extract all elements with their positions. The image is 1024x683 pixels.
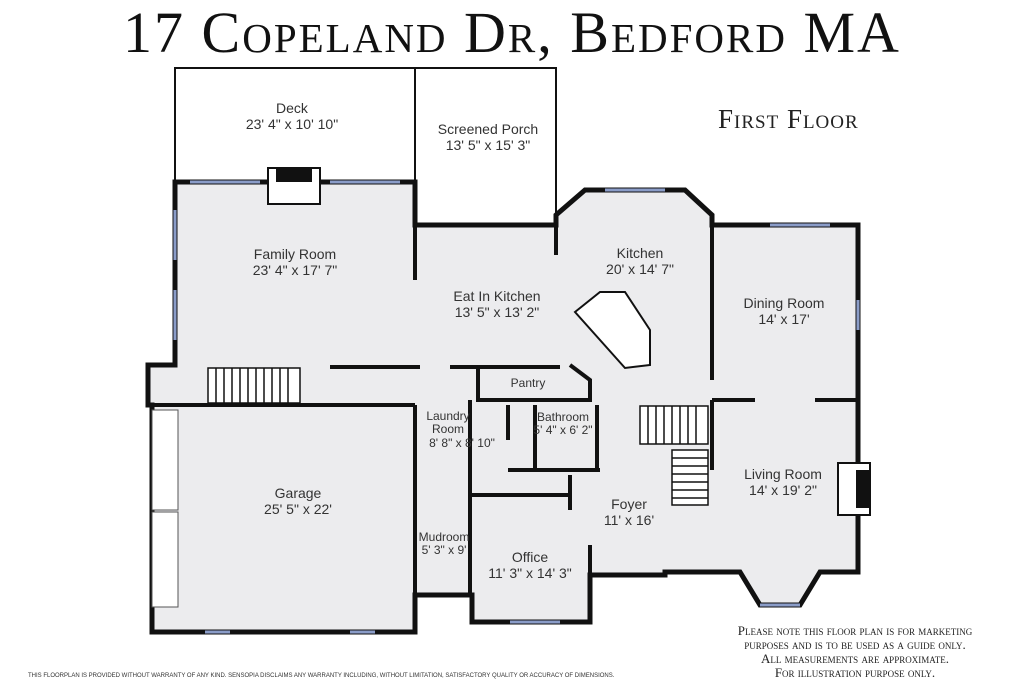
room-size: 13' 5" x 15' 3" <box>445 137 531 153</box>
room-name: Deck <box>276 100 308 116</box>
room-size: 14' x 19' 2" <box>749 482 817 498</box>
room-size: 8' 8" x 8' 10" <box>429 436 495 450</box>
room-size: 13' 5" x 13' 2" <box>454 304 540 320</box>
fireplaces <box>267 167 871 516</box>
room-name: Family Room <box>253 246 337 262</box>
room-name: Living Room <box>744 466 822 482</box>
room-name: Screened Porch <box>437 121 539 137</box>
room-size: 11' x 16' <box>603 512 655 528</box>
interior-walls <box>148 182 858 595</box>
room-size: 11' 3" x 14' 3" <box>488 565 572 581</box>
room-name: Eat In Kitchen <box>453 288 541 304</box>
room-name: Office <box>511 549 549 565</box>
room-name: Bathroom <box>536 410 590 424</box>
note-line: For illustration purpose only. <box>774 665 936 680</box>
room-laundry-size: 8' 8" x 8' 10" <box>429 437 495 450</box>
note-line: purposes and is to be used as a guide on… <box>744 637 966 652</box>
stairs-foyer-lower <box>671 449 709 506</box>
room-name: Garage <box>274 485 322 501</box>
note-line: Please note this floor plan is for marke… <box>737 623 973 638</box>
room-name: Pantry <box>510 376 546 390</box>
outdoor-areas <box>174 67 557 226</box>
room-laundry-room: Laundry Room <box>418 410 478 436</box>
room-name: Mudroom <box>418 530 470 544</box>
room-size: 5' 3" x 9' <box>421 543 467 557</box>
room-name: Laundry Room <box>426 409 470 436</box>
room-name: Foyer <box>611 496 647 512</box>
stairs <box>207 367 709 506</box>
windows <box>173 180 860 634</box>
room-size: 5' 4" x 6' 2" <box>533 423 593 437</box>
room-name: Dining Room <box>743 295 825 311</box>
marketing-note: Please note this floor plan is for marke… <box>690 624 1020 680</box>
garage-doors <box>151 409 179 608</box>
room-pantry: Pantry <box>511 377 546 390</box>
room-size: 23' 4" x 17' 7" <box>252 262 338 278</box>
page-title: 17 Copeland Dr, Bedford MA <box>123 0 901 65</box>
room-name: Kitchen <box>616 245 664 261</box>
stairs-family <box>207 367 301 404</box>
room-size: 23' 4" x 10' 10" <box>245 116 339 132</box>
note-line: All measurements are approximate. <box>761 651 949 666</box>
room-size: 25' 5" x 22' <box>264 501 332 517</box>
room-size: 20' x 14' 7" <box>606 261 674 277</box>
room-size: 14' x 17' <box>758 311 810 327</box>
kitchen-island <box>573 291 651 370</box>
floor-label: First Floor <box>718 104 859 134</box>
stairs-foyer-upper <box>639 405 709 445</box>
porch-outline <box>414 67 557 226</box>
